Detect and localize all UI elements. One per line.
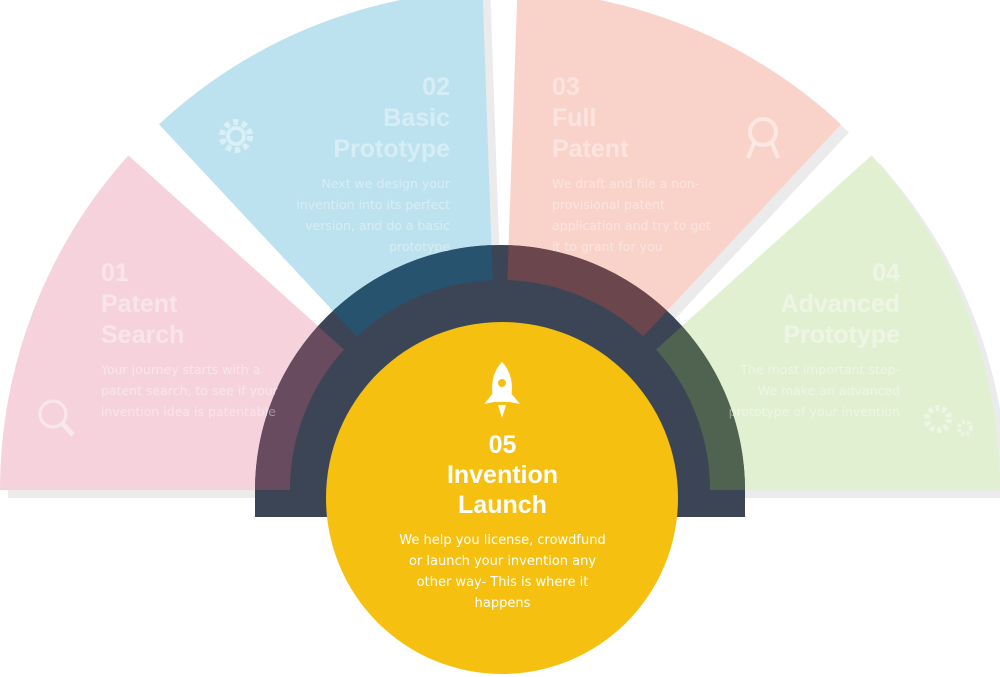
- ring-segment-03: [507, 245, 668, 337]
- ring-segment-02: [332, 245, 493, 337]
- gear-icon: [219, 119, 253, 153]
- step-title: Patent: [101, 290, 178, 318]
- step-description: The most important step- We make an adva…: [728, 362, 900, 419]
- step-number: 01: [101, 259, 129, 287]
- step-04: 04 Advanced Prototype The most important…: [700, 258, 900, 422]
- step-title: Invention: [446, 461, 559, 489]
- step-number: 05: [488, 431, 517, 459]
- step-01: 01 Patent Search Your journey starts wit…: [101, 258, 301, 422]
- award-icon: [746, 117, 780, 159]
- step-05: 05 Invention Launch We help you license,…: [380, 430, 625, 614]
- step-title: Basic: [383, 104, 450, 132]
- step-title: Prototype: [333, 135, 450, 163]
- step-description: Next we design your invention into its p…: [296, 176, 450, 254]
- gears-icon: [924, 405, 973, 436]
- final-step-circle: [326, 322, 678, 674]
- step-title: Patent: [552, 135, 629, 163]
- step-title: Full: [552, 104, 597, 132]
- step-title: Search: [101, 321, 185, 349]
- step-title: Launch: [458, 491, 547, 519]
- step-description: Your journey starts with a patent search…: [101, 362, 278, 419]
- search-icon: [38, 399, 75, 437]
- ring-segment-01: [255, 326, 344, 490]
- step-number: 02: [422, 73, 450, 101]
- step-description: We help you license, crowdfund or launch…: [399, 533, 606, 611]
- rocket-icon: [484, 362, 520, 418]
- step-number: 03: [552, 73, 580, 101]
- step-02: 02 Basic Prototype Next we design your i…: [290, 72, 450, 257]
- ring-segment-04: [656, 326, 745, 490]
- step-title: Prototype: [783, 321, 900, 349]
- step-title: Advanced: [780, 290, 900, 318]
- step-description: We draft and file a non-provisional pate…: [552, 176, 711, 254]
- step-number: 04: [872, 259, 900, 287]
- step-03: 03 Full Patent We draft and file a non-p…: [552, 72, 717, 257]
